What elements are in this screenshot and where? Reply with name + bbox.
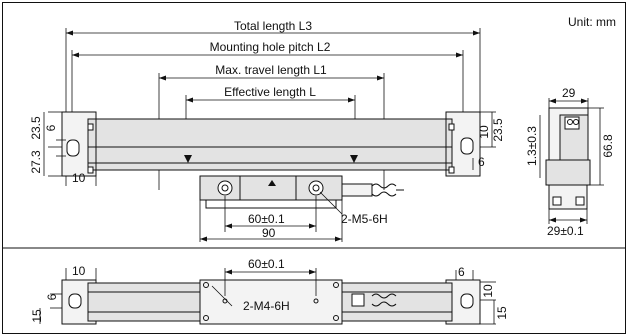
bottom-edge-right-label: 6 <box>458 265 465 279</box>
side-width-label: 29 <box>562 86 576 100</box>
front-hole-right-label: 6 <box>478 155 485 169</box>
bottom-pitch-label: 60±0.1 <box>248 257 285 271</box>
scale-bottom-view <box>61 279 481 325</box>
front-edge-dimensions: 23.5 6 27.3 10 23.5 10 6 <box>29 111 505 186</box>
mounting-pitch-label: Mounting hole pitch L2 <box>210 40 331 54</box>
side-height-label: 66.8 <box>601 134 615 158</box>
front-hole-left-label: 6 <box>44 124 58 131</box>
side-base-label: 29±0.1 <box>547 224 584 238</box>
slider-width-label: 90 <box>262 226 276 240</box>
scale-front-view <box>61 111 481 177</box>
unit-label: Unit: mm <box>568 15 616 29</box>
bottom-edge-left-label: 10 <box>72 264 86 278</box>
front-edge-left-label: 10 <box>72 171 86 185</box>
front-edge-right-label: 10 <box>477 125 491 139</box>
bottom-low-left-label: 15 <box>30 309 44 323</box>
slider-head <box>199 175 404 209</box>
scale-side-view <box>545 107 591 210</box>
bottom-thread-label: 2-M4-6H <box>243 299 290 313</box>
max-travel-label: Max. travel length L1 <box>215 63 327 77</box>
effective-length-label: Effective length L <box>224 85 316 99</box>
bottom-hole-right-label: 10 <box>481 284 495 298</box>
side-view-dimensions: 29 66.8 1.3±0.3 29±0.1 <box>525 86 615 238</box>
front-bottom-left-label: 27.3 <box>29 150 43 174</box>
front-top-left-label: 23.5 <box>29 116 43 140</box>
side-offset-label: 1.3±0.3 <box>525 126 539 166</box>
total-length-label: Total length L3 <box>234 19 312 33</box>
slider-dimensions: 60±0.1 90 2-M5-6H <box>199 191 388 242</box>
slider-thread-label: 2-M5-6H <box>341 212 388 226</box>
bottom-view-dimensions: 10 6 15 60±0.1 2-M4-6H 6 10 15 <box>30 257 509 325</box>
slider-pitch-label: 60±0.1 <box>248 212 285 226</box>
bottom-low-right-label: 15 <box>495 306 509 320</box>
front-top-right-label: 23.5 <box>491 118 505 142</box>
bottom-hole-left-label: 6 <box>45 293 59 300</box>
length-dimensions: Total length L3 Mounting hole pitch L2 M… <box>65 19 481 190</box>
